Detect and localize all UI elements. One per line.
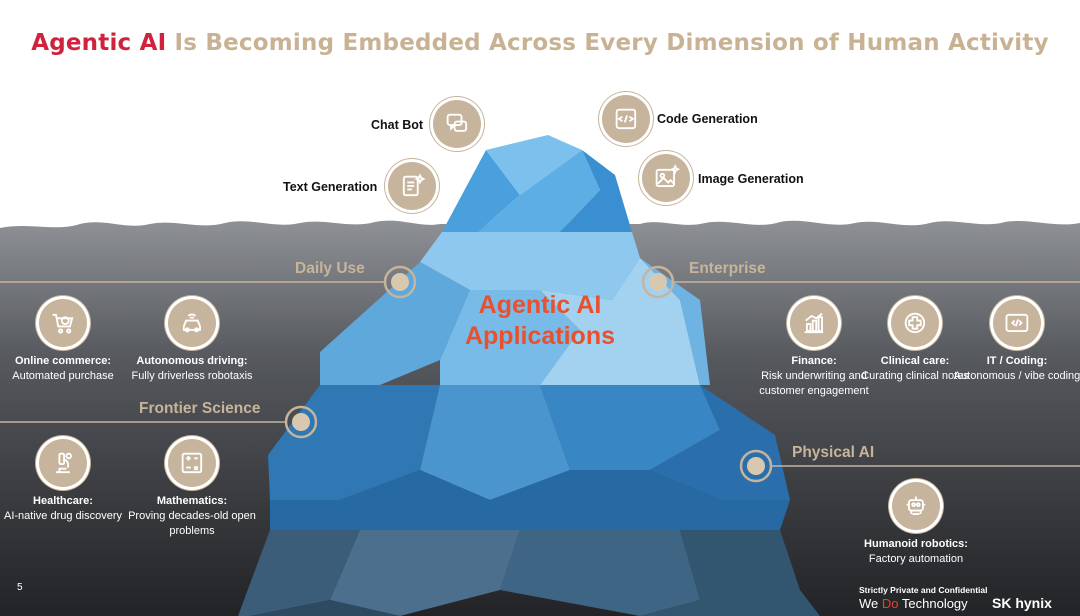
item-desc: Factory automation bbox=[868, 553, 964, 565]
item-desc: Proving decades-old open problems bbox=[128, 510, 256, 537]
item-desc: AI-native drug discovery bbox=[4, 510, 122, 522]
item-title: Clinical care: bbox=[880, 355, 950, 367]
item-clinical-care: Clinical care: Curating clinical notes bbox=[850, 354, 980, 384]
item-title: Humanoid robotics: bbox=[864, 538, 968, 550]
item-finance: Finance: Risk underwriting and customer … bbox=[749, 354, 879, 399]
section-enterprise: Enterprise bbox=[689, 260, 766, 277]
code-generation-icon bbox=[602, 95, 650, 143]
center-label-line2: Applications bbox=[464, 322, 615, 350]
clinical-care-icon bbox=[891, 299, 939, 347]
item-mathematics: Mathematics: Proving decades-old open pr… bbox=[127, 494, 257, 539]
center-label-line1: Agentic AI bbox=[478, 291, 602, 319]
section-daily-use: Daily Use bbox=[295, 260, 365, 277]
node-daily-use bbox=[383, 265, 417, 299]
item-title: Finance: bbox=[791, 355, 837, 367]
item-desc: Curating clinical notes bbox=[861, 370, 969, 382]
iceberg-tip bbox=[442, 135, 632, 232]
iceberg-upper bbox=[320, 232, 710, 385]
iceberg-lower bbox=[238, 530, 820, 616]
item-title: Healthcare: bbox=[33, 495, 93, 507]
slide-title: Agentic AI Is Becoming Embedded Across E… bbox=[0, 30, 1080, 56]
item-title: IT / Coding: bbox=[986, 355, 1048, 367]
text-generation-icon bbox=[388, 162, 436, 210]
microscope-icon bbox=[39, 439, 87, 487]
node-physical-ai bbox=[739, 449, 773, 483]
chat-bot-label: Chat Bot bbox=[371, 118, 424, 132]
tagline-pre: We bbox=[859, 596, 882, 611]
tagline-do: Do bbox=[881, 596, 899, 611]
image-generation-icon bbox=[642, 154, 690, 202]
node-enterprise bbox=[641, 265, 675, 299]
title-rest: Is Becoming Embedded Across Every Dimens… bbox=[166, 30, 1049, 56]
item-title: Autonomous driving: bbox=[136, 355, 248, 367]
center-label: Agentic AI Applications bbox=[440, 290, 640, 352]
confidential-notice: Strictly Private and Confidential bbox=[859, 585, 988, 595]
text-generation-label: Text Generation bbox=[283, 180, 378, 194]
node-frontier-science bbox=[284, 405, 318, 439]
mathematics-icon bbox=[168, 439, 216, 487]
section-physical-ai: Physical AI bbox=[792, 444, 875, 461]
item-desc: Autonomous / vibe coding bbox=[953, 370, 1080, 382]
code-window-icon bbox=[993, 299, 1041, 347]
image-generation-label: Image Generation bbox=[698, 172, 804, 186]
chat-bot-icon bbox=[433, 100, 481, 148]
autonomous-car-icon bbox=[168, 299, 216, 347]
shopping-cart-icon bbox=[39, 299, 87, 347]
item-desc: Fully driverless robotaxis bbox=[131, 370, 253, 382]
item-desc: Automated purchase bbox=[12, 370, 114, 382]
item-desc: Risk underwriting and customer engagemen… bbox=[759, 370, 869, 397]
section-frontier-science: Frontier Science bbox=[139, 400, 261, 417]
finance-icon bbox=[790, 299, 838, 347]
item-healthcare: Healthcare: AI-native drug discovery bbox=[0, 494, 128, 524]
code-generation-label: Code Generation bbox=[657, 112, 758, 126]
item-title: Online commerce: bbox=[15, 355, 111, 367]
item-title: Mathematics: bbox=[156, 495, 228, 507]
title-highlight: Agentic AI bbox=[31, 30, 167, 56]
item-humanoid-robotics: Humanoid robotics: Factory automation bbox=[851, 537, 981, 567]
item-autonomous-driving: Autonomous driving: Fully driverless rob… bbox=[127, 354, 257, 384]
item-it-coding: IT / Coding: Autonomous / vibe coding bbox=[952, 354, 1080, 384]
robot-icon bbox=[892, 482, 940, 530]
tagline: We Do Technology bbox=[859, 596, 968, 611]
page-number: 5 bbox=[17, 582, 23, 593]
tagline-post: Technology bbox=[898, 596, 968, 611]
brand-logo: SK hynix bbox=[992, 595, 1052, 611]
iceberg-middle bbox=[268, 385, 790, 530]
item-online-commerce: Online commerce: Automated purchase bbox=[0, 354, 128, 384]
